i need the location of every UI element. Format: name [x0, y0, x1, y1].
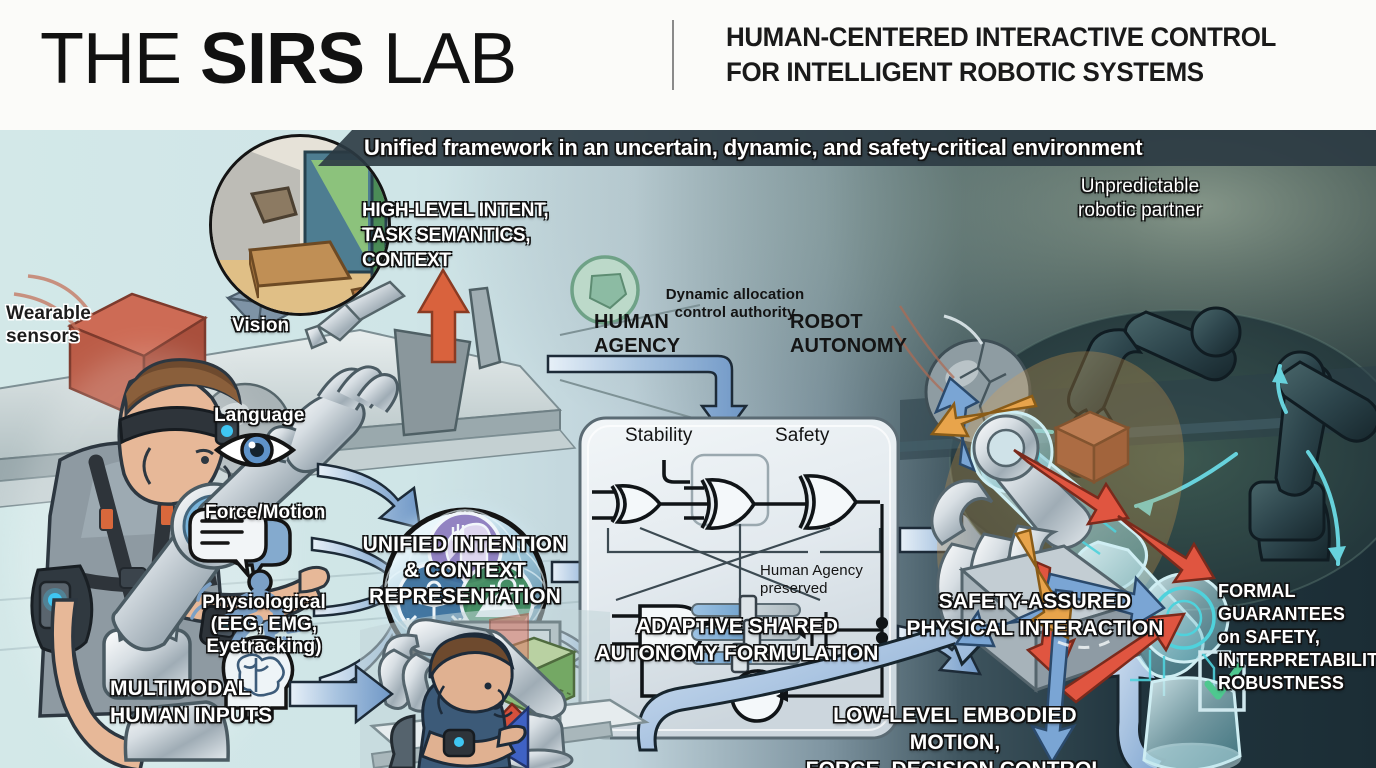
dynamic-allocation-label: Dynamic allocation control authority [645, 286, 825, 322]
framework-illustration: Unified framework in an uncertain, dynam… [0, 130, 1376, 768]
unpredictable-line-2: robotic partner [1077, 200, 1202, 221]
formal-line-5: ROBUSTNESS [1218, 673, 1345, 693]
wearable-line-1: Wearable [6, 303, 91, 324]
vision-label: Vision [232, 315, 290, 336]
unified-line-2: & CONTEXT [403, 559, 527, 582]
unified-line-1: UNIFIED INTENTION [362, 533, 568, 556]
physiological-label: Physiological (EEG, EMG, Eyetracking) [198, 592, 330, 658]
brand-lab: LAB [364, 19, 517, 99]
adaptive-line-2: AUTONOMY FORMULATION [595, 642, 879, 665]
formal-guarantees-label: FORMAL GUARANTEES on SAFETY, INTERPRETAB… [1218, 580, 1376, 695]
safety-label: Safety [775, 425, 830, 446]
wearable-line-2: sensors [6, 326, 80, 347]
human-agency-line-2: AGENCY [594, 335, 681, 357]
force-motion-label: Force/Motion [205, 502, 326, 523]
brand-sirs: SIRS [200, 19, 365, 99]
hap-line-2: preserved [760, 580, 828, 597]
safety-assured-line-1: SAFETY-ASSURED [938, 590, 1132, 613]
multimodal-line-2: HUMAN INPUTS [110, 704, 273, 727]
unified-line-3: REPRESENTATION [369, 585, 561, 608]
physio-line-2: (EEG, EMG, [210, 614, 318, 635]
highlevel-line-3: CONTEXT [362, 250, 451, 271]
high-level-intent-label: HIGH-LEVEL INTENT, TASK SEMANTICS, CONTE… [362, 198, 549, 273]
formal-line-1: FORMAL [1218, 581, 1296, 601]
formal-line-2: GUARANTEES [1218, 604, 1346, 624]
header-divider [672, 20, 674, 90]
tagline-line-1: HUMAN-CENTERED INTERACTIVE CONTROL [726, 22, 1276, 52]
poster-header: THE SIRS LAB HUMAN-CENTERED INTERACTIVE … [0, 0, 1376, 131]
wearable-sensors-label: Wearable sensors [6, 302, 91, 348]
safety-assured-line-2: PHYSICAL INTERACTION [906, 617, 1164, 640]
physiological-icon-graphic [221, 635, 295, 720]
robot-autonomy-line-2: AUTONOMY [790, 335, 908, 357]
unpredictable-line-1: Unpredictable [1080, 176, 1200, 197]
force-vectors [929, 375, 1217, 765]
highlevel-line-2: TASK SEMANTICS, [362, 225, 531, 246]
language-label: Language [214, 405, 305, 426]
adaptive-shared-autonomy-label: ADAPTIVE SHARED AUTONOMY FORMULATION [562, 613, 912, 667]
formal-line-4: INTERPRETABILITY, [1218, 650, 1376, 670]
human-agency-label: HUMAN AGENCY [594, 310, 680, 358]
banner-text: Unified framework in an uncertain, dynam… [364, 135, 1143, 160]
human-agency-line-1: HUMAN [594, 311, 669, 333]
dynamic-alloc-line-2: control authority [674, 304, 796, 321]
hap-line-1: Human Agency [760, 562, 863, 579]
multimodal-human-inputs-label: MULTIMODAL HUMAN INPUTS [110, 675, 272, 729]
language-icon-graphic [188, 507, 292, 582]
robot-autonomy-label: ROBOT AUTONOMY [790, 310, 907, 358]
lowlevel-line-2: FORCE, DECISION CONTROL [795, 756, 1115, 768]
low-level-control-label: LOW-LEVEL EMBODIED MOTION, FORCE, DECISI… [795, 702, 1115, 768]
robot-autonomy-line-1: ROBOT [790, 311, 863, 333]
formal-line-3: on SAFETY, [1218, 627, 1321, 647]
tagline-line-2: FOR INTELLIGENT ROBOTIC SYSTEMS [726, 57, 1204, 87]
top-banner-strip [318, 130, 1376, 166]
lowlevel-line-1: LOW-LEVEL EMBODIED MOTION, [833, 704, 1077, 754]
multimodal-line-1: MULTIMODAL [110, 677, 251, 700]
shared-autonomy-panel [578, 416, 900, 740]
adaptive-line-1: ADAPTIVE SHARED [635, 615, 839, 638]
illustration-svg [0, 130, 1376, 768]
brand-the: THE [40, 19, 201, 99]
eye-icon-graphic [213, 433, 297, 467]
seated-operator-demo [360, 608, 650, 768]
unified-representation-label: UNIFIED INTENTION & CONTEXT REPRESENTATI… [340, 532, 590, 610]
formal-guarantee-icon [1198, 650, 1246, 712]
stability-label: Stability [625, 425, 693, 446]
physio-line-1: Physiological [202, 592, 326, 613]
safety-assured-label: SAFETY-ASSURED PHYSICAL INTERACTION [900, 588, 1170, 642]
human-agency-preserved-label: Human Agency preserved [760, 562, 863, 598]
lab-title: THE SIRS LAB [40, 14, 517, 104]
brown-cube [1053, 410, 1131, 485]
dynamic-alloc-line-1: Dynamic allocation [665, 286, 805, 303]
unpredictable-partner-label: Unpredictable robotic partner [1040, 175, 1240, 223]
lab-tagline: HUMAN-CENTERED INTERACTIVE CONTROL FOR I… [726, 20, 1340, 90]
multimodal-arrow [288, 663, 395, 725]
authority-sliders [691, 594, 801, 674]
highlevel-line-1: HIGH-LEVEL INTENT, [362, 200, 549, 221]
physio-line-3: Eyetracking) [206, 636, 322, 657]
